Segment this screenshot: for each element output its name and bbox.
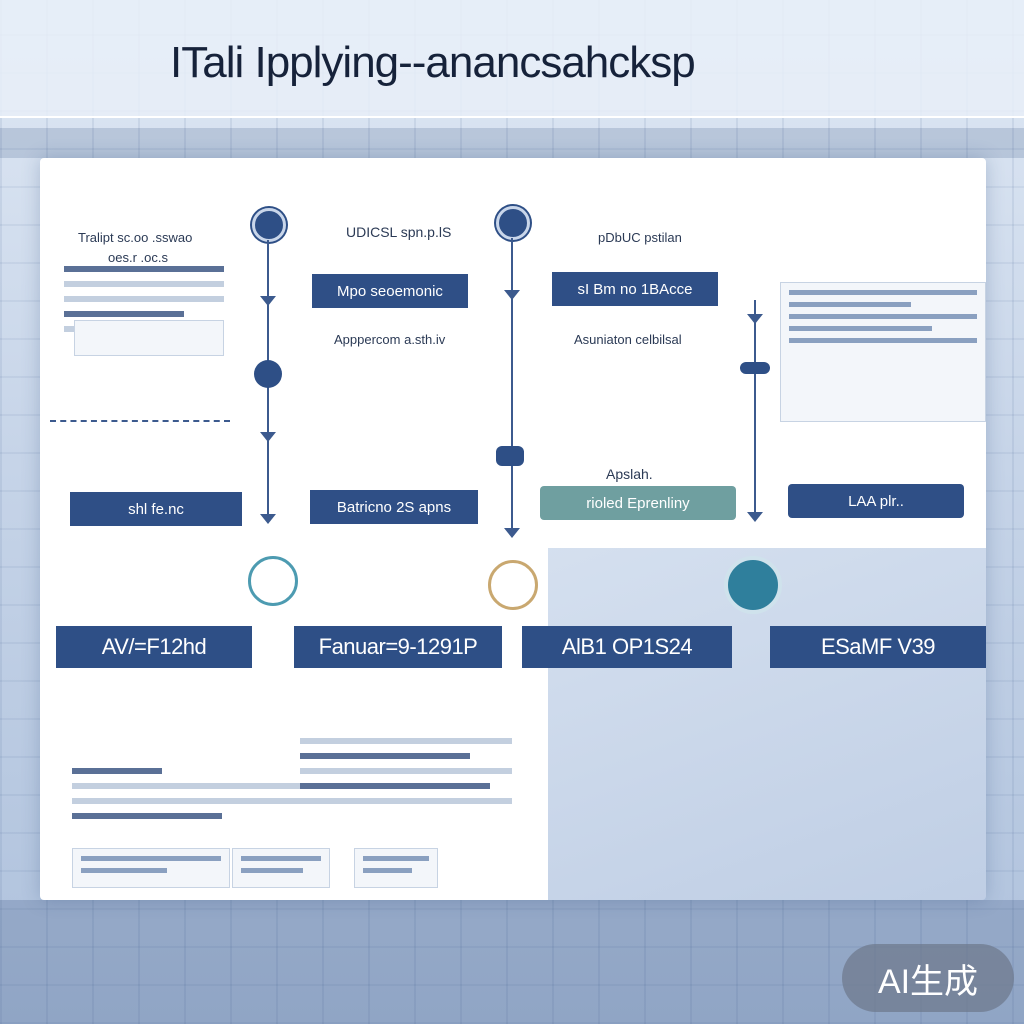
col1-banner: shl fe.nc [70,492,242,526]
title-bar: ITali Ipplying--anancsahcksp [0,0,1024,118]
timeline-node-icon [252,208,286,242]
page-title: ITali Ipplying--anancsahcksp [170,38,696,87]
col4-code: ESaMF V39 [770,626,986,668]
timeline-ring-filled-icon [724,556,782,614]
detail-rows-b [72,768,300,828]
col1-thumbnail [74,320,224,356]
col2-heading: UDICSL spn.p.lS [346,224,452,240]
col2-banner: Batricno 2S apns [310,490,478,524]
col4-banner: LAA plr.. [788,484,964,518]
arrow-down-icon [747,512,763,522]
col2-mid-banner: Mpo seoemonic [312,274,468,308]
col1-subheading: oes.r .oc.s [108,250,168,265]
timeline-box-icon [496,446,524,466]
background-band [0,128,1024,158]
detail-thumb-1 [72,848,230,888]
detail-thumb-2 [232,848,330,888]
arrow-down-icon [504,290,520,300]
arrow-down-icon [747,314,763,324]
col3-note: Apslah. [606,466,653,482]
timeline-dot [254,360,282,388]
timeline-ring-icon [248,556,298,606]
detail-rows-a [300,738,512,813]
arrow-down-icon [260,514,276,524]
timeline-ring-icon [488,560,538,610]
col1-heading: Tralipt sc.oo .sswao [78,230,193,245]
detail-thumb-3 [354,848,438,888]
col3-subheading: Asuniaton celbilsal [574,332,682,347]
col3-heading: pDbUC pstilan [598,230,682,245]
col1-code: AV/=F12hd [56,626,252,668]
timeline-line-b [511,238,513,530]
timeline-dot [740,362,770,374]
col2-code: Fanuar=9-1291P [294,626,502,668]
col2-subheading: Apppercom a.sth.iv [334,332,446,347]
arrow-down-icon [504,528,520,538]
col4-thumbnail [780,282,986,422]
ai-generated-badge: AI生成 [842,944,1014,1012]
timeline-node-icon [496,206,530,240]
timeline-line-c [754,300,756,520]
col1-separator [50,420,230,422]
arrow-down-icon [260,432,276,442]
col3-code: AlB1 OP1S24 [522,626,732,668]
col3-banner: rioled Eprenliny [540,486,736,520]
col3-mid-banner: sI Bm no 1BAcce [552,272,718,306]
arrow-down-icon [260,296,276,306]
